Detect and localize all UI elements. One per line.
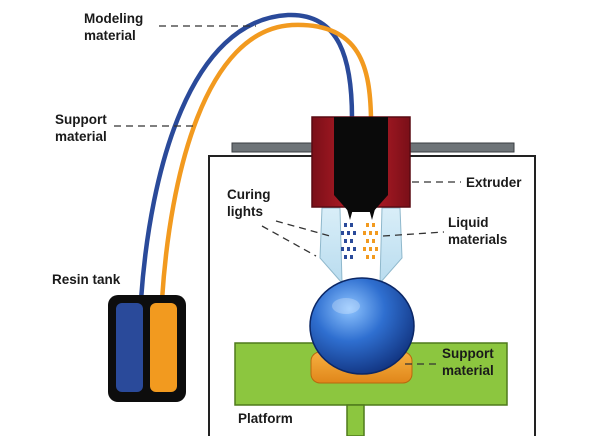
support-material-base-label: Support material (442, 346, 498, 378)
print-head-icon (311, 116, 411, 220)
resin-tank-label: Resin tank (52, 272, 121, 287)
modeling-material-tube (138, 12, 355, 303)
liquid-materials-leader (382, 231, 445, 237)
support-material-feed-label: Support material (55, 112, 111, 144)
liquid-materials-label: Liquid materials (448, 215, 507, 247)
platform-label: Platform (238, 411, 293, 426)
extruder-label: Extruder (466, 175, 522, 190)
curing-lights-label: Curing lights (227, 187, 274, 219)
sphere-icon (309, 277, 415, 375)
tank-icon (108, 295, 186, 402)
curing-lights-leader-2 (261, 225, 317, 257)
modeling-material-label: Modeling material (84, 11, 147, 43)
platform-post (346, 404, 365, 436)
support-material-tube (159, 22, 374, 303)
liquid-support-droplets (363, 223, 378, 259)
liquid-modeling-droplets (341, 223, 356, 259)
curing-light-right (379, 207, 403, 285)
curing-lights-leader-1 (275, 220, 331, 237)
